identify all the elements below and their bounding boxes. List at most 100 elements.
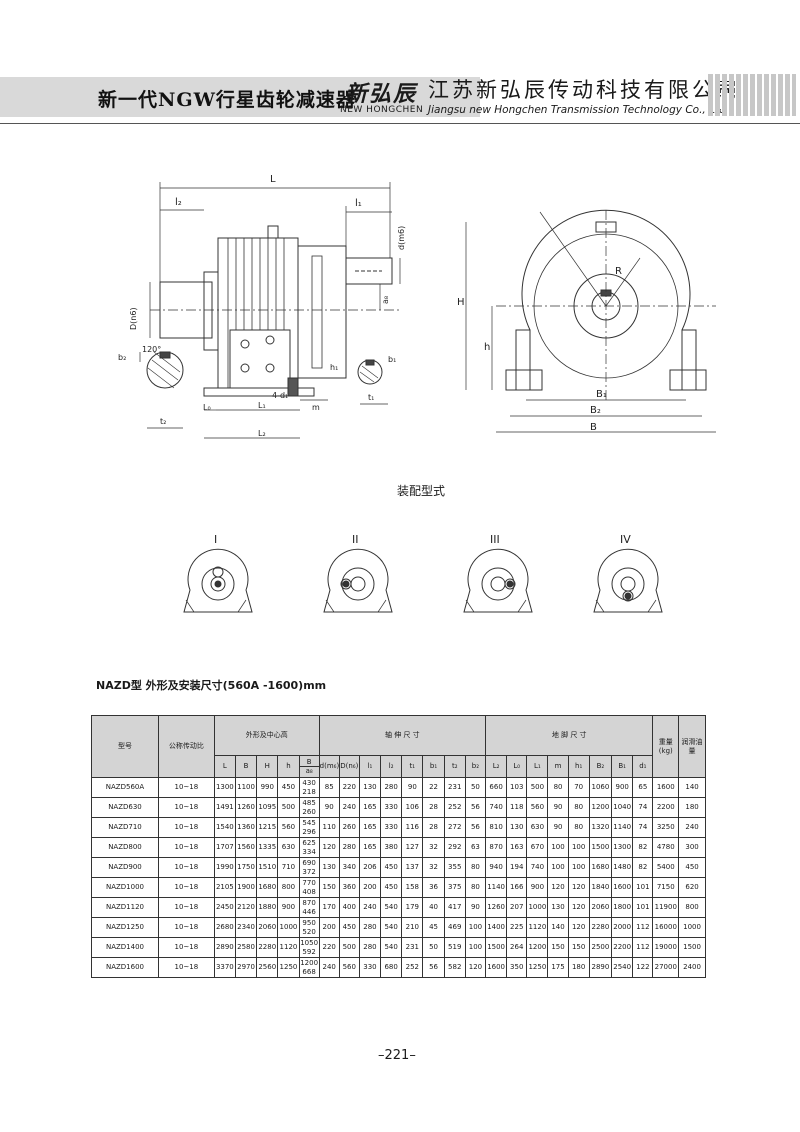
dim-B1: B₁ (596, 389, 607, 400)
cell-foot: 175 (547, 957, 569, 978)
cell-shaft: 400 (338, 897, 360, 918)
th-model: 型号 (91, 715, 159, 778)
cell-ratio: 10~18 (157, 797, 215, 818)
cell-foot: 940 (484, 857, 508, 878)
cell-weight: 7150 (652, 877, 680, 898)
vent-plug (267, 225, 279, 239)
cell-shaft: 165 (358, 797, 382, 818)
right-foot (681, 329, 697, 391)
cell-a-bottom: 260 (302, 807, 316, 816)
cell-foot: 560 (526, 797, 549, 818)
cell-oil: 180 (678, 797, 706, 818)
foot-block (229, 329, 291, 389)
cell-weight: 1600 (652, 777, 680, 798)
cell-shaft: 450 (338, 917, 360, 938)
dim-D-n6: D(n6) (129, 307, 138, 330)
cell-a-top: 485 (302, 798, 316, 807)
cell-shaft: 200 (318, 917, 340, 938)
foot-bolt-hole (240, 339, 250, 349)
cell-foot: 1500 (588, 837, 613, 858)
dim-m: m (312, 403, 320, 412)
cell-outline: 1215 (256, 817, 279, 838)
cell-foot: 70 (567, 777, 590, 798)
cell-weight: 2200 (652, 797, 680, 818)
cell-shaft: 280 (380, 777, 403, 798)
cell-foot: 80 (567, 797, 590, 818)
th-foot-col: m (547, 755, 569, 778)
cell-ratio: 10~18 (157, 917, 215, 938)
cell-a-bottom: 296 (302, 827, 316, 836)
dim-H: H (457, 297, 465, 308)
cell-outline: 1095 (256, 797, 279, 818)
cell-foot: 1200 (526, 937, 549, 958)
cell-shaft: 360 (338, 877, 360, 898)
cell-shaft: 56 (422, 957, 445, 978)
cell-oil: 240 (678, 817, 706, 838)
cell-foot: 670 (526, 837, 549, 858)
cell-foot: 90 (547, 797, 569, 818)
cell-shaft: 582 (443, 957, 466, 978)
assembly-label-1: I (214, 533, 217, 546)
cell-foot: 82 (632, 857, 654, 878)
cell-foot: 1060 (588, 777, 613, 798)
cell-shaft: 500 (338, 937, 360, 958)
cell-model: NAZD1000 (91, 877, 159, 898)
cell-outline: 1880 (256, 897, 279, 918)
cell-weight: 5400 (652, 857, 680, 878)
cell-shaft: 560 (338, 957, 360, 978)
cell-oil: 1000 (678, 917, 706, 938)
foot-bolt-hole (265, 363, 275, 373)
cell-weight: 4780 (652, 837, 680, 858)
cell-outline: 2680 (213, 917, 236, 938)
dim-L1: L₁ (258, 401, 266, 410)
cell-shaft: 116 (401, 817, 424, 838)
cell-a-top: 870 (302, 898, 316, 907)
cell-foot: 120 (567, 897, 590, 918)
cell-outline: 1335 (256, 837, 279, 858)
cell-shaft: 355 (443, 857, 466, 878)
cell-shaft: 110 (318, 817, 340, 838)
th-foot-col: L₀ (506, 755, 528, 778)
cell-ratio: 10~18 (157, 857, 215, 878)
cell-foot: 74 (632, 797, 654, 818)
cell-shaft: 240 (318, 957, 340, 978)
product-title: 新一代NGW行星齿轮减速器 (98, 89, 356, 111)
cell-oil: 2400 (678, 957, 706, 978)
cell-a-top: 690 (302, 858, 316, 867)
cell-shaft: 80 (464, 877, 487, 898)
cell-foot: 120 (567, 877, 590, 898)
cell-shaft: 450 (380, 877, 403, 898)
cell-shaft: 220 (338, 777, 360, 798)
cell-foot: 82 (632, 837, 654, 858)
cell-oil: 450 (678, 857, 706, 878)
cell-foot: 1140 (484, 877, 508, 898)
cell-foot: 122 (632, 957, 654, 978)
cell-oil: 300 (678, 837, 706, 858)
cell-foot: 1250 (526, 957, 549, 978)
cell-shaft: 28 (422, 797, 445, 818)
right-foot-pad (669, 369, 707, 391)
cell-ratio: 10~18 (157, 837, 215, 858)
th-outline-col: H (256, 755, 279, 778)
cell-shaft: 252 (443, 797, 466, 818)
cell-shaft: 40 (422, 897, 445, 918)
cell-a-bottom: 520 (302, 927, 316, 936)
cell-foot: 1500 (484, 937, 508, 958)
company-name-cn: 江苏新弘辰传动科技有限公司 (428, 78, 740, 102)
cell-shaft: 330 (358, 957, 382, 978)
cell-shaft: 90 (401, 777, 424, 798)
th-shaft-group: 轴 伸 尺 寸 (318, 715, 487, 756)
cell-shaft: 179 (401, 897, 424, 918)
front-view (465, 209, 716, 433)
cell-outline: 2560 (256, 957, 279, 978)
cell-ratio: 10~18 (157, 777, 215, 798)
cell-shaft: 32 (422, 857, 445, 878)
